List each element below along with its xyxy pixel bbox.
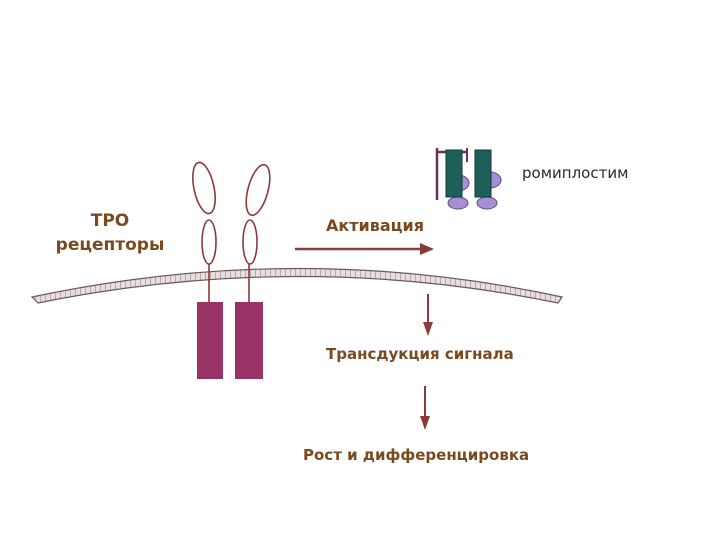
- tpo-receptor-right: [235, 163, 271, 379]
- romiplostim-molecule: [435, 148, 502, 210]
- growth-arrow: [420, 386, 430, 430]
- activation-label: Активация: [326, 216, 424, 235]
- romiplostim-label: ромиплостим: [522, 164, 629, 182]
- receptor-inner-loop: [242, 219, 258, 265]
- receptor-intracellular-domain: [197, 302, 223, 379]
- romiplostim-peptide-chain: [474, 149, 492, 198]
- growth-differentiation-label: Рост и дифференцировка: [303, 446, 530, 464]
- tpo-receptor-left: [192, 161, 223, 379]
- tpo-receptors-label: TPO рецепторы: [40, 209, 180, 257]
- signal-transduction-label: Трансдукция сигнала: [326, 345, 514, 363]
- transduction-arrow: [423, 294, 433, 336]
- receptor-outer-loop: [192, 161, 216, 215]
- receptor-outer-loop: [245, 163, 271, 217]
- tpo-receptors-label-line2: рецепторы: [55, 235, 165, 255]
- receptor-inner-loop: [201, 219, 217, 265]
- tpo-receptors-label-line1: TPO: [90, 211, 130, 231]
- romiplostim-peptide-chain: [445, 149, 463, 198]
- receptor-intracellular-domain: [235, 302, 263, 379]
- cell-membrane: [30, 267, 563, 304]
- activation-arrow: [295, 243, 434, 255]
